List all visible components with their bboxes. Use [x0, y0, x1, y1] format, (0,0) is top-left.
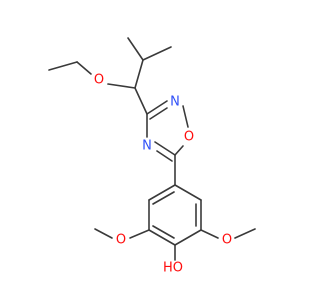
atom-label-methoxy-oxygen-right: O — [222, 233, 232, 248]
atom-label-hydroxyl: HO — [163, 261, 183, 276]
bond — [148, 229, 176, 246]
bond — [174, 229, 202, 246]
bond — [154, 141, 176, 156]
structure-diagram: O N N O O O HO — [48, 37, 256, 276]
bond-lines — [48, 37, 256, 261]
bond — [200, 229, 219, 239]
bond — [234, 228, 256, 239]
bond — [149, 107, 168, 120]
bond — [134, 87, 148, 115]
atom-label-methoxy-oxygen-left: O — [116, 233, 126, 248]
atom-label-ring-nitrogen-2: N — [170, 95, 180, 110]
bond — [129, 229, 150, 239]
bond — [76, 61, 92, 75]
bond — [107, 83, 136, 89]
bond — [48, 61, 78, 71]
bond — [127, 37, 144, 61]
atom-label-ether-oxygen: O — [94, 73, 104, 88]
bond — [174, 145, 184, 156]
bond — [146, 100, 168, 115]
bond — [148, 184, 176, 201]
atom-label-ring-nitrogen-4: N — [142, 139, 152, 154]
bond — [156, 150, 173, 162]
bond — [134, 59, 144, 89]
bond — [152, 225, 175, 239]
bond — [152, 191, 175, 205]
bond — [94, 228, 113, 239]
molecule-canvas: O N N O O O HO — [48, 37, 256, 276]
atom-label-ring-oxygen-1: O — [184, 130, 194, 145]
bond — [174, 184, 202, 201]
bond — [182, 105, 189, 128]
atom-labels: O N N O O O HO — [94, 73, 232, 276]
bond — [142, 46, 172, 61]
